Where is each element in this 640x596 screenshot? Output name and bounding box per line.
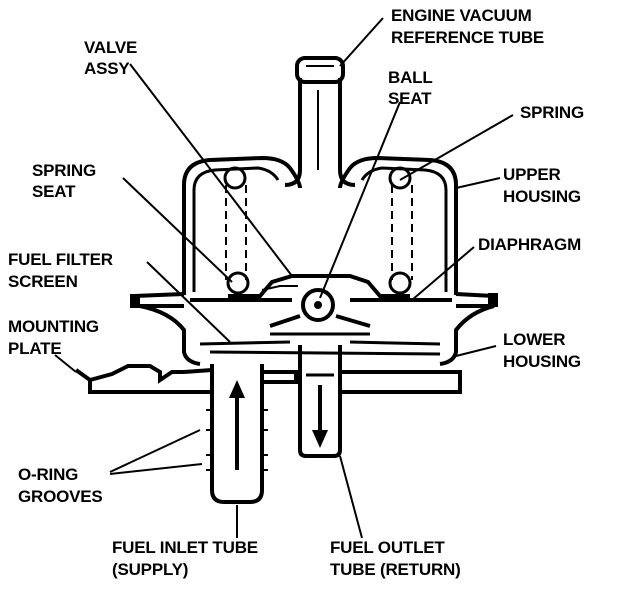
- label-o-ring-grooves-line2: GROOVES: [18, 487, 103, 506]
- label-valve-assy-line1: VALVE: [84, 38, 137, 57]
- leader-o-ring-1: [109, 429, 201, 473]
- leader-ball-seat: [319, 101, 401, 299]
- label-fuel-inlet-tube-line2: (SUPPLY): [112, 560, 188, 579]
- ball-seat: [269, 288, 371, 336]
- vacuum-reference-tube: [284, 56, 356, 187]
- leader-mounting-plate: [54, 354, 77, 373]
- label-lower-housing-line1: LOWER: [503, 330, 565, 349]
- label-valve-assy-line2: ASSY: [84, 59, 130, 78]
- label-mounting-plate-line1: MOUNTING: [8, 317, 99, 336]
- fuel-inlet-tube-shape: [206, 364, 268, 504]
- label-fuel-filter-screen-line2: SCREEN: [8, 272, 78, 291]
- label-upper-housing-line2: HOUSING: [503, 187, 581, 206]
- upper-housing-shell: [182, 155, 458, 295]
- fuel-outlet-tube-shape: [298, 345, 342, 458]
- label-fuel-outlet-tube-line2: TUBE (RETURN): [330, 560, 461, 579]
- mounting-plate-shape: [74, 364, 462, 394]
- label-spring: SPRING: [520, 103, 584, 122]
- leader-upper-housing: [455, 177, 501, 189]
- diaphragm-flange: [130, 292, 498, 308]
- label-engine-vacuum-line1: ENGINE VACUUM: [391, 6, 532, 25]
- label-upper-housing-line1: UPPER: [503, 165, 561, 184]
- label-ball-seat-line1: BALL: [388, 68, 433, 87]
- leader-lower-housing: [455, 345, 497, 357]
- label-mounting-plate-line2: PLATE: [8, 339, 61, 358]
- label-spring-seat-line2: SEAT: [32, 182, 76, 201]
- leader-valve-assy: [129, 63, 293, 277]
- leader-fuel-filter-screen: [146, 261, 231, 343]
- springs: [223, 166, 413, 295]
- label-diaphragm: DIAPHRAGM: [478, 235, 581, 254]
- valve-assembly: [228, 274, 410, 298]
- leader-spring-seat: [122, 177, 233, 283]
- labels: ENGINE VACUUM REFERENCE TUBE VALVE ASSY …: [8, 6, 584, 579]
- lower-housing-shell: [139, 304, 495, 366]
- label-engine-vacuum-line2: REFERENCE TUBE: [391, 28, 544, 47]
- leader-spring: [399, 114, 514, 181]
- label-fuel-filter-screen-line1: FUEL FILTER: [8, 250, 113, 269]
- label-lower-housing-line2: HOUSING: [503, 352, 581, 371]
- leader-diaphragm: [411, 246, 475, 301]
- label-spring-seat-line1: SPRING: [32, 161, 96, 180]
- label-o-ring-grooves-line1: O-RING: [18, 465, 78, 484]
- leader-o-ring-2: [109, 463, 203, 475]
- leader-lines: [54, 17, 514, 539]
- label-ball-seat-line2: SEAT: [388, 89, 432, 108]
- leader-fuel-outlet: [339, 455, 363, 539]
- regulator-drawing: [74, 56, 498, 504]
- label-fuel-outlet-tube-line1: FUEL OUTLET: [330, 538, 445, 557]
- leader-engine-vacuum: [339, 17, 384, 67]
- label-fuel-inlet-tube-line1: FUEL INLET TUBE: [112, 538, 258, 557]
